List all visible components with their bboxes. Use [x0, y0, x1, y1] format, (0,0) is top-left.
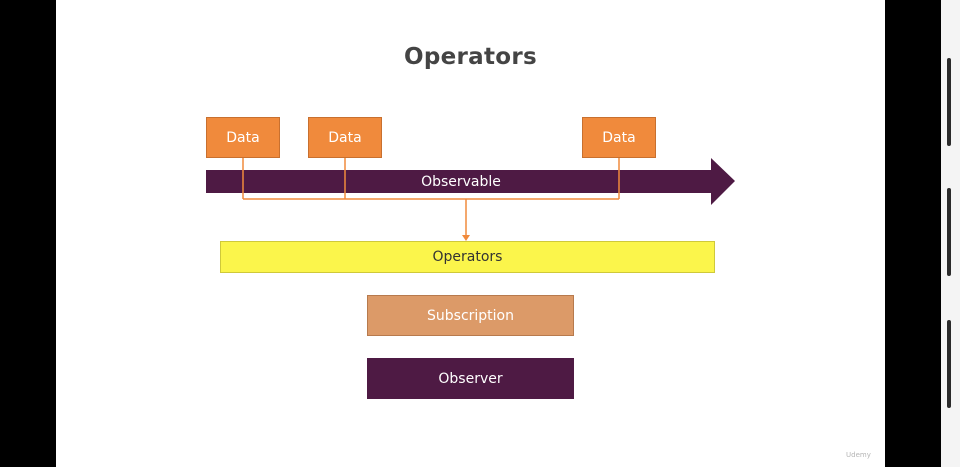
observable-arrow [206, 158, 735, 205]
data-box-1: Data [206, 117, 280, 158]
scrollbar-thumb-bottom[interactable] [947, 320, 951, 408]
data-box-2: Data [308, 117, 382, 158]
connector-arrowhead [462, 235, 470, 241]
observable-label: Observable [421, 174, 501, 190]
scrollbar-thumb-top[interactable] [947, 58, 951, 146]
slide-title: Operators [403, 44, 537, 70]
subscription-box: Subscription [367, 295, 574, 336]
watermark-logo: Udemy [846, 451, 871, 459]
operators-box: Operators [220, 241, 715, 273]
observer-box: Observer [367, 358, 574, 399]
scrollbar-thumb-middle[interactable] [947, 188, 951, 276]
data-box-3: Data [582, 117, 656, 158]
